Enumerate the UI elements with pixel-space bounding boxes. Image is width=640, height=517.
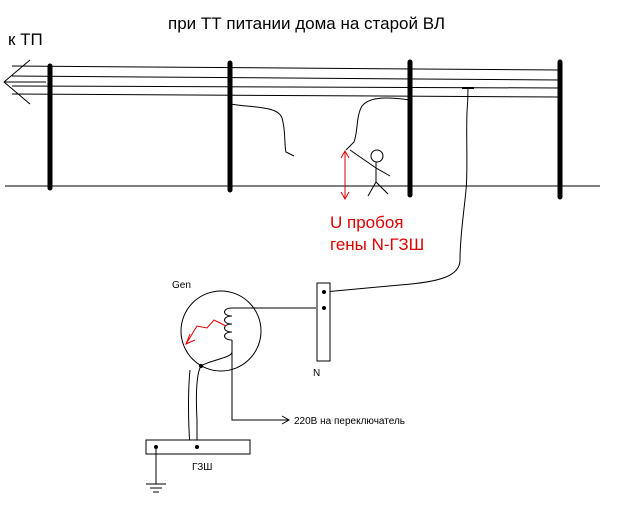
diagram-title: при ТТ питании дома на старой ВЛ xyxy=(168,14,446,33)
service-drop-wire xyxy=(229,103,295,157)
to-tp-label: к ТП xyxy=(8,30,43,49)
output-220-label: 220В на переключатель xyxy=(294,416,405,427)
generator-icon xyxy=(180,290,262,372)
breakdown-voltage-arrow xyxy=(340,149,350,201)
breakdown-label-line1: U пробоя xyxy=(330,213,404,232)
neutral-wire xyxy=(323,87,469,293)
n-terminal-block xyxy=(316,282,331,362)
ground-bar-label: ГЗШ xyxy=(192,462,213,473)
breakdown-label-line2: гены N-ГЗШ xyxy=(330,235,425,254)
generator-label: Gen xyxy=(172,280,191,291)
line-poles xyxy=(47,59,563,200)
frame-to-ground-wire xyxy=(188,369,191,447)
person-icon xyxy=(349,149,391,197)
output-220-wire xyxy=(231,352,288,421)
ground-icon xyxy=(146,449,166,493)
n-terminal-label: N xyxy=(313,368,321,379)
overhead-line-wires xyxy=(11,65,561,98)
arrow-left-icon xyxy=(3,59,46,105)
person-wire xyxy=(345,97,411,151)
